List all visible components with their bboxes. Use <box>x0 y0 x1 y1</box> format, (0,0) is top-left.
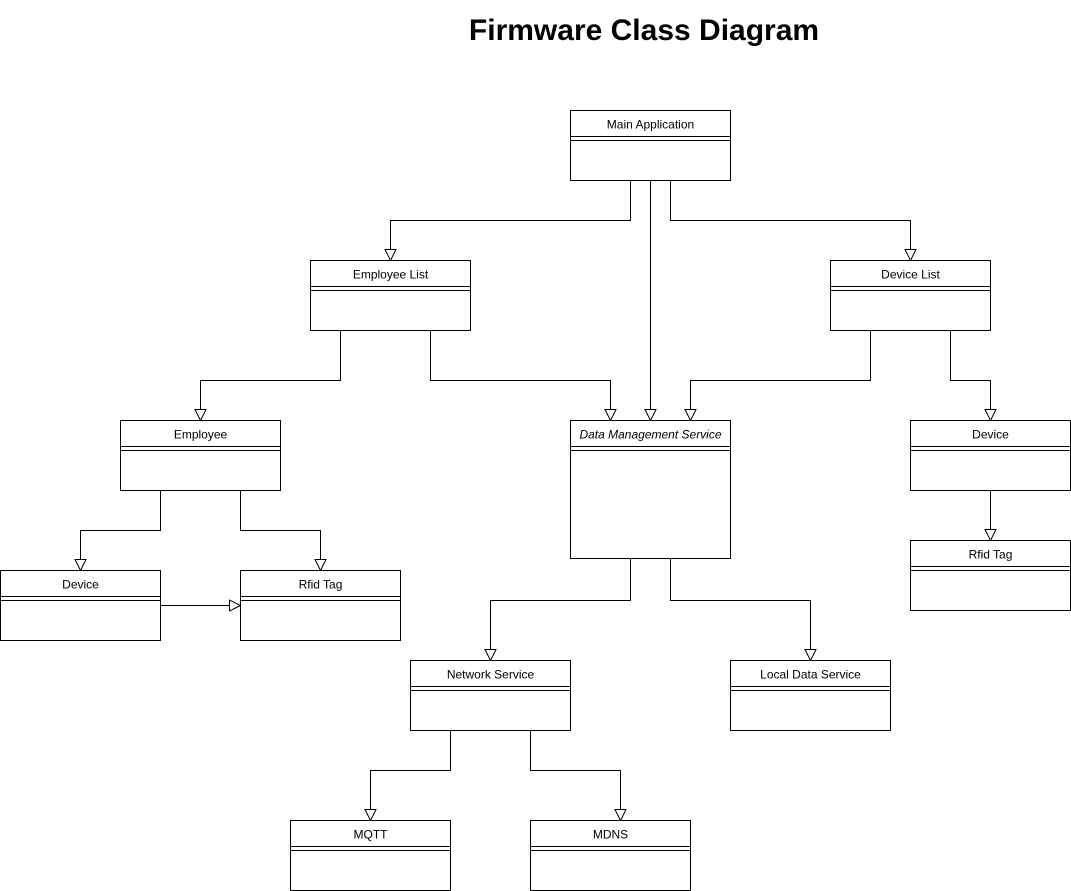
diagram-title: Firmware Class Diagram <box>468 14 820 47</box>
hollow-triangle-arrowhead <box>904 249 917 262</box>
hollow-triangle-arrowhead <box>229 599 242 612</box>
connector-line <box>200 330 341 410</box>
class-name: Rfid Tag <box>299 578 343 592</box>
hollow-triangle-arrowhead <box>194 409 207 422</box>
class-box-main[interactable]: Main Application <box>570 110 731 181</box>
class-name: Network Service <box>447 668 535 682</box>
hollow-triangle-arrowhead <box>74 559 87 572</box>
class-box-network[interactable]: Network Service <box>410 660 571 731</box>
relations <box>74 180 997 822</box>
connector-line <box>240 490 321 560</box>
inheritance-arrow-dms-to-network <box>484 558 631 662</box>
connector-line <box>430 330 611 410</box>
hollow-triangle-arrowhead <box>604 409 617 422</box>
connector-line <box>670 180 911 250</box>
class-frame <box>290 820 451 891</box>
inheritance-arrow-device_l-to-rfid_l <box>160 599 242 612</box>
class-frame <box>830 260 991 331</box>
class-frame <box>530 820 691 891</box>
class-name: Main Application <box>607 118 694 132</box>
hollow-triangle-arrowhead <box>644 409 657 422</box>
connector-line <box>690 330 871 410</box>
class-box-device_r[interactable]: Device <box>910 420 1071 491</box>
inheritance-arrow-devlist-to-device_r <box>950 330 997 422</box>
class-name: Device <box>972 428 1009 442</box>
class-name: MQTT <box>354 828 389 842</box>
inheritance-arrow-devlist-to-dms <box>684 330 871 422</box>
class-box-emplist[interactable]: Employee List <box>310 260 471 331</box>
class-box-mqtt[interactable]: MQTT <box>290 820 451 891</box>
class-name: MDNS <box>593 828 628 842</box>
connector-line <box>490 558 631 650</box>
hollow-triangle-arrowhead <box>614 809 627 822</box>
class-frame <box>240 570 401 641</box>
class-frame <box>310 260 471 331</box>
hollow-triangle-arrowhead <box>984 409 997 422</box>
class-frame <box>0 570 161 641</box>
inheritance-arrow-emplist-to-dms <box>430 330 617 422</box>
class-box-mdns[interactable]: MDNS <box>530 820 691 891</box>
class-name: Device List <box>881 268 940 282</box>
inheritance-arrow-main-to-devlist <box>670 180 917 262</box>
connector-line <box>670 558 811 650</box>
inheritance-arrow-main-to-emplist <box>384 180 631 262</box>
class-name: Employee <box>174 428 228 442</box>
class-name: Device <box>62 578 99 592</box>
class-box-rfid_l[interactable]: Rfid Tag <box>240 570 401 641</box>
inheritance-arrow-emplist-to-employee <box>194 330 341 422</box>
class-box-devlist[interactable]: Device List <box>830 260 991 331</box>
hollow-triangle-arrowhead <box>384 249 397 262</box>
hollow-triangle-arrowhead <box>804 649 817 662</box>
inheritance-arrow-main-to-dms <box>644 180 657 422</box>
class-frame <box>570 110 731 181</box>
connector-line <box>390 180 631 250</box>
class-box-device_l[interactable]: Device <box>0 570 161 641</box>
class-frame <box>410 660 571 731</box>
class-frame <box>730 660 891 731</box>
class-frame <box>910 420 1071 491</box>
class-box-employee[interactable]: Employee <box>120 420 281 491</box>
connector-line <box>370 730 451 810</box>
connector-line <box>950 330 991 410</box>
inheritance-arrow-device_r-to-rfid_r <box>984 490 997 542</box>
connector-line <box>80 490 161 560</box>
class-frame <box>570 420 731 559</box>
inheritance-arrow-employee-to-rfid_l <box>240 490 327 572</box>
class-name: Employee List <box>353 268 429 282</box>
hollow-triangle-arrowhead <box>484 649 497 662</box>
class-frame <box>120 420 281 491</box>
class-frame <box>910 540 1071 611</box>
hollow-triangle-arrowhead <box>364 809 377 822</box>
inheritance-arrow-employee-to-device_l <box>74 490 161 572</box>
class-name: Rfid Tag <box>969 548 1013 562</box>
hollow-triangle-arrowhead <box>684 409 697 422</box>
connector-line <box>530 730 621 810</box>
class-box-rfid_r[interactable]: Rfid Tag <box>910 540 1071 611</box>
inheritance-arrow-network-to-mdns <box>530 730 627 822</box>
inheritance-arrow-dms-to-local <box>670 558 817 662</box>
class-box-dms[interactable]: Data Management Service <box>570 420 731 559</box>
class-box-local[interactable]: Local Data Service <box>730 660 891 731</box>
class-name: Local Data Service <box>760 668 861 682</box>
hollow-triangle-arrowhead <box>984 529 997 542</box>
inheritance-arrow-network-to-mqtt <box>364 730 451 822</box>
hollow-triangle-arrowhead <box>314 559 327 572</box>
class-name: Data Management Service <box>579 428 721 442</box>
